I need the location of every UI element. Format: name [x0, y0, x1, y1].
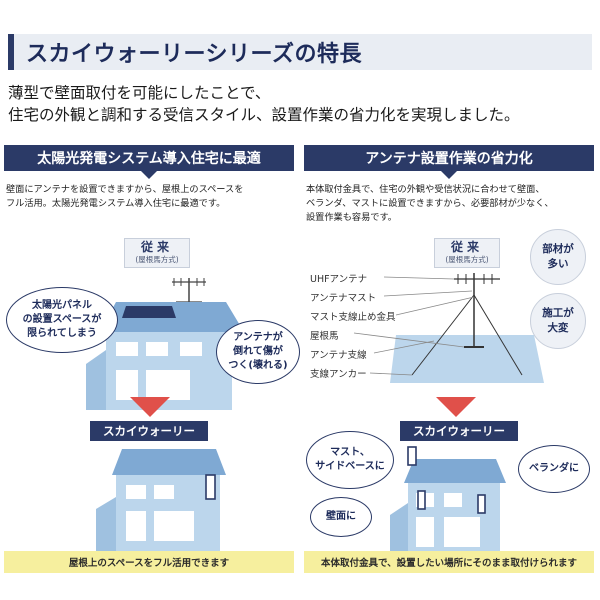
left-house-conventional: [86, 278, 244, 410]
left-bottom-strip: 屋根上のスペースをフル活用できます: [4, 551, 294, 573]
left-sky-label: スカイウォーリー: [90, 421, 208, 441]
left-bubble-antenna-text: アンテナが 倒れて傷が つく(壊れる): [228, 332, 288, 371]
right-jurai-main: 従来: [450, 240, 483, 254]
right-jurai-sub: (屋根馬方式): [445, 255, 489, 264]
right-heading: アンテナ設置作業の省力化: [304, 145, 594, 179]
part-label-guy-wire: アンテナ支線: [310, 350, 367, 361]
right-house-skywally: [390, 446, 506, 553]
left-column: 太陽光発電システム導入住宅に最適 壁面にアンテナを設置できますから、屋根上のスペ…: [4, 145, 300, 595]
left-jurai-sub: (屋根馬方式): [135, 255, 179, 264]
intro: 薄型で壁面取付を可能にしたことで、 住宅の外観と調和する受信スタイル、設置作業の…: [8, 82, 592, 126]
veranda-antenna-icon: [477, 494, 486, 514]
right-desc-line-1: 本体取付金具で、住宅の外観や受信状況に合わせて壁面、: [306, 184, 545, 195]
right-desc-line-2: ベランダ、マストに設置できますから、必要部材が少なく、: [306, 198, 554, 209]
left-jurai-main: 従来: [140, 240, 173, 254]
badge-many-parts: 部材が 多い: [530, 229, 586, 285]
part-label-roof-horse: 屋根馬: [310, 331, 339, 342]
bubble-veranda-text: ベランダに: [529, 463, 579, 474]
left-description: 壁面にアンテナを設置できますから、屋根上のスペースを フル活用。太陽光発電システ…: [4, 183, 294, 211]
left-heading: 太陽光発電システム導入住宅に最適: [4, 145, 294, 179]
badge-many-parts-text: 部材が 多い: [542, 243, 574, 270]
bubble-wall: 壁面に: [310, 497, 372, 537]
right-column: アンテナ設置作業の省力化 本体取付金具で、住宅の外観や受信状況に合わせて壁面、 …: [304, 145, 594, 595]
page-title: スカイウォーリーシリーズの特長: [26, 42, 362, 67]
wall-antenna-icon: [417, 490, 426, 510]
left-bubble-solar-text: 太陽光パネル の設置スペースが 限られてしまう: [22, 300, 102, 339]
bubble-mast-text: マスト、 サイドベースに: [315, 447, 385, 472]
right-desc-line-3: 設置作業も容易です。: [306, 212, 397, 223]
intro-line-1: 薄型で壁面取付を可能にしたことで、: [8, 84, 271, 102]
right-sky-label: スカイウォーリー: [400, 421, 518, 441]
left-desc-line-1: 壁面にアンテナを設置できますから、屋根上のスペースを: [6, 184, 244, 195]
bubble-veranda: ベランダに: [518, 445, 590, 493]
mast-antenna-icon: [407, 446, 417, 466]
badge-hard-work: 施工が 大変: [530, 293, 586, 349]
part-label-uhf: UHFアンテナ: [310, 274, 368, 285]
bubble-mast: マスト、 サイドベースに: [306, 431, 394, 489]
intro-line-2: 住宅の外観と調和する受信スタイル、設置作業の省力化を実現しました。: [8, 106, 520, 124]
left-jurai-tag: 従来 (屋根馬方式): [124, 238, 190, 268]
skywally-antenna-icon: [205, 474, 216, 500]
down-arrow-icon: [130, 397, 170, 417]
part-label-anchor: 支線アンカー: [310, 369, 367, 380]
part-label-mast-fitting: マスト支線止め金具: [310, 312, 396, 323]
title-bar: スカイウォーリーシリーズの特長: [8, 34, 592, 70]
bubble-wall-text: 壁面に: [326, 511, 356, 522]
left-house-skywally: [96, 449, 226, 551]
left-bubble-solar: 太陽光パネル の設置スペースが 限られてしまう: [6, 287, 118, 353]
left-bubble-antenna: アンテナが 倒れて傷が つく(壊れる): [216, 320, 300, 384]
left-desc-line-2: フル活用。太陽光発電システム導入住宅に最適です。: [6, 198, 226, 209]
right-roof-diagram: [353, 273, 544, 383]
right-down-arrow: [436, 397, 476, 417]
part-label-mast: アンテナマスト: [310, 293, 377, 304]
right-jurai-tag: 従来 (屋根馬方式): [434, 238, 500, 268]
left-down-arrow: [130, 397, 170, 417]
right-description: 本体取付金具で、住宅の外観や受信状況に合わせて壁面、 ベランダ、マストに設置でき…: [304, 183, 594, 225]
badge-hard-work-text: 施工が 大変: [542, 307, 574, 334]
down-arrow-icon: [436, 397, 476, 417]
right-bottom-strip: 本体取付金具で、設置したい場所にそのまま取付けられます: [304, 551, 594, 573]
